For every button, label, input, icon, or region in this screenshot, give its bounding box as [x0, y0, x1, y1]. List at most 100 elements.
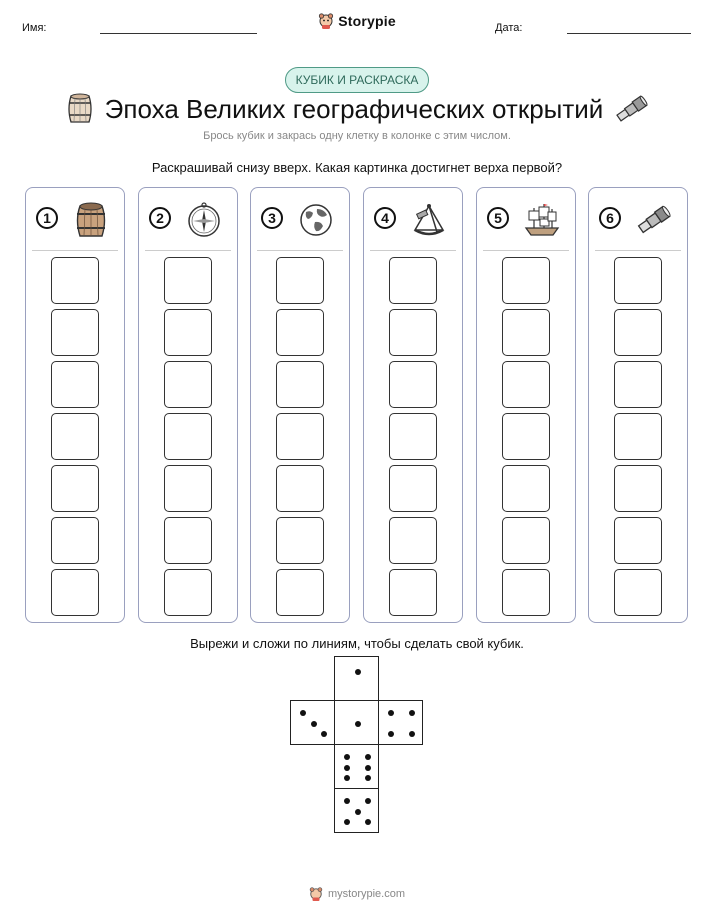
dice-pip [388, 710, 394, 716]
column-header: 4 [364, 188, 462, 250]
brand-logo: Storypie [0, 12, 714, 30]
coloring-cell[interactable] [502, 257, 550, 304]
column-header: 6 [589, 188, 687, 250]
column-divider [32, 250, 118, 251]
dice-pip [354, 669, 361, 675]
column-number: 6 [599, 207, 621, 229]
subtitle: Брось кубик и закрась одну клетку в коло… [203, 130, 511, 142]
column-divider [595, 250, 681, 251]
dice-pip [409, 731, 415, 737]
coloring-cell[interactable] [164, 413, 212, 460]
coloring-cell[interactable] [614, 517, 662, 564]
coloring-cell[interactable] [614, 257, 662, 304]
coloring-cell[interactable] [389, 517, 437, 564]
title-row: Эпоха Великих географических открытий [0, 88, 714, 130]
coloring-cell[interactable] [502, 361, 550, 408]
coloring-cell[interactable] [51, 257, 99, 304]
dice-pip [344, 764, 350, 771]
column-number: 5 [487, 207, 509, 229]
dice-pip [354, 808, 361, 815]
coloring-cell[interactable] [51, 517, 99, 564]
column-divider [257, 250, 343, 251]
coloring-cell[interactable] [389, 361, 437, 408]
coloring-cell[interactable] [389, 413, 437, 460]
coloring-cell[interactable] [276, 517, 324, 564]
coloring-cell[interactable] [164, 309, 212, 356]
name-label: Имя: [22, 22, 47, 34]
dice-pip [388, 731, 394, 737]
coloring-cell[interactable] [502, 569, 550, 616]
storypie-mascot-icon [319, 13, 334, 29]
coloring-cell[interactable] [51, 569, 99, 616]
coloring-cell[interactable] [276, 413, 324, 460]
coloring-cell[interactable] [389, 465, 437, 512]
dice-face-5 [334, 788, 379, 833]
brand-name: Storypie [338, 13, 396, 29]
column-header: 3 [251, 188, 349, 250]
column-number: 4 [374, 207, 396, 229]
coloring-cell[interactable] [614, 413, 662, 460]
coloring-cell[interactable] [164, 361, 212, 408]
dice-pip [344, 775, 350, 781]
coloring-cell[interactable] [276, 465, 324, 512]
date-line[interactable] [567, 33, 691, 34]
coloring-cell[interactable] [614, 309, 662, 356]
column-5: 5 [476, 187, 576, 623]
coloring-cell[interactable] [502, 309, 550, 356]
coloring-cell[interactable] [502, 413, 550, 460]
coloring-cell[interactable] [51, 361, 99, 408]
dice-pip [365, 798, 371, 804]
column-number: 3 [261, 207, 283, 229]
dice-face-4 [378, 700, 423, 745]
coloring-cell[interactable] [276, 361, 324, 408]
dice-face-1 [334, 700, 379, 745]
coloring-cell[interactable] [389, 569, 437, 616]
coloring-cell[interactable] [389, 309, 437, 356]
coloring-cell[interactable] [164, 465, 212, 512]
storypie-footer-icon [309, 887, 323, 901]
barrel-icon [71, 200, 111, 240]
coloring-cell[interactable] [276, 309, 324, 356]
dice-pip [310, 720, 317, 727]
barrel-title-icon [68, 93, 92, 123]
coloring-cell[interactable] [614, 569, 662, 616]
column-divider [483, 250, 569, 251]
coloring-cell[interactable] [164, 569, 212, 616]
footer-url[interactable]: mystorypie.com [327, 888, 406, 900]
dice-pip [365, 764, 371, 771]
coloring-cell[interactable] [276, 569, 324, 616]
column-1: 1 [25, 187, 125, 623]
ship-icon [522, 200, 562, 240]
coloring-cell[interactable] [164, 517, 212, 564]
coloring-cell[interactable] [276, 257, 324, 304]
column-6: 6 [588, 187, 688, 623]
coloring-cell[interactable] [614, 361, 662, 408]
coloring-cell[interactable] [502, 517, 550, 564]
dice-pip [344, 819, 350, 825]
globe-icon [296, 200, 336, 240]
badge-wrap: КУБИК И РАСКРАСКА [0, 67, 714, 93]
coloring-cell[interactable] [51, 465, 99, 512]
dice-pip [321, 731, 327, 737]
coloring-instruction: Раскрашивай снизу вверх. Какая картинка … [151, 160, 563, 175]
column-2: 2 [138, 187, 238, 623]
column-4: 4 [363, 187, 463, 623]
column-divider [145, 250, 231, 251]
dice-pip [409, 710, 415, 716]
name-line[interactable] [100, 33, 257, 34]
dice-face-1 [334, 656, 379, 701]
column-divider [370, 250, 456, 251]
coloring-cell[interactable] [389, 257, 437, 304]
dice-pip [300, 710, 306, 716]
footer: mystorypie.com [0, 886, 714, 902]
coloring-cell[interactable] [51, 413, 99, 460]
category-badge: КУБИК И РАСКРАСКА [284, 67, 430, 93]
dice-pip [365, 819, 371, 825]
dice-face-3 [290, 700, 335, 745]
coloring-cell[interactable] [51, 309, 99, 356]
coloring-cell[interactable] [614, 465, 662, 512]
column-header: 5 [477, 188, 575, 250]
column-number: 2 [149, 207, 171, 229]
coloring-cell[interactable] [164, 257, 212, 304]
coloring-cell[interactable] [502, 465, 550, 512]
